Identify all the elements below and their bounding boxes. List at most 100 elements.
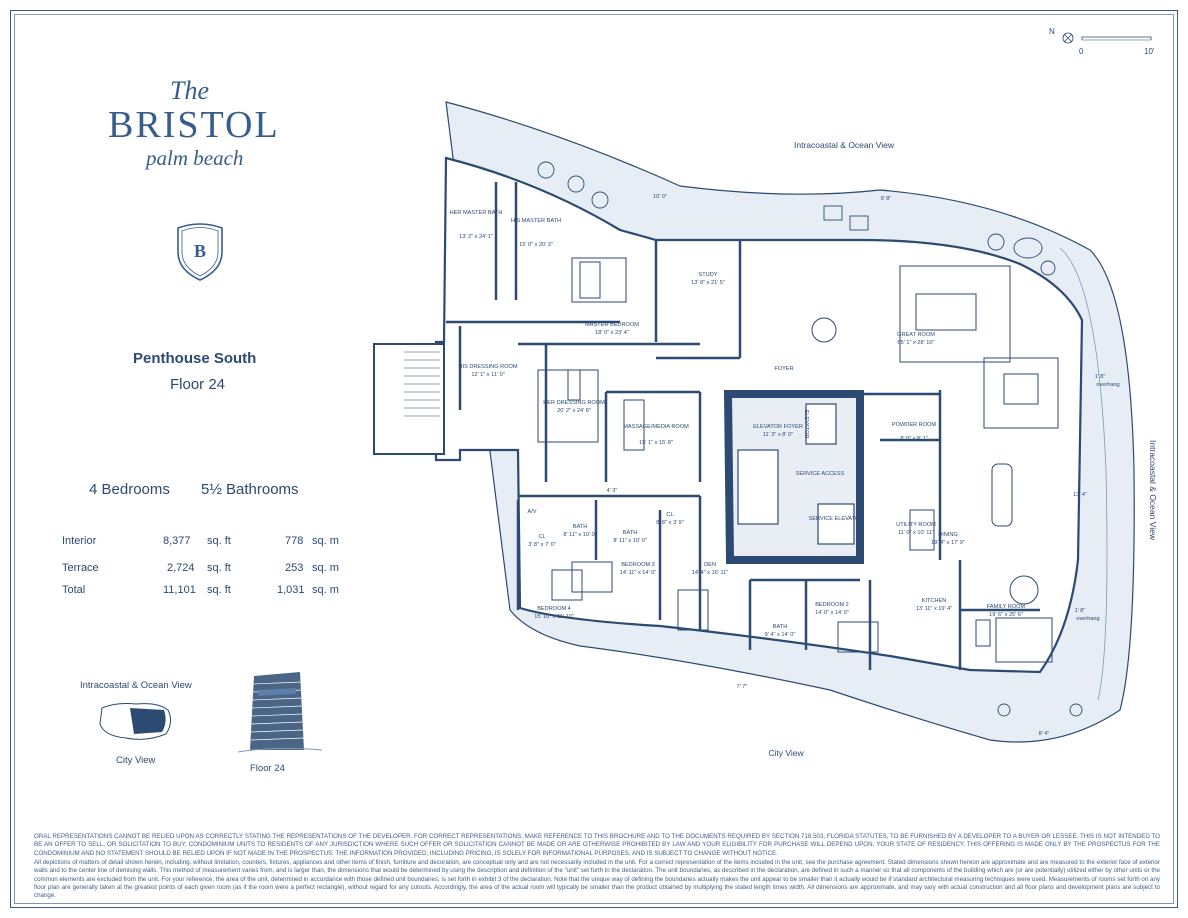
furniture xyxy=(537,257,1059,663)
area-sqft: 8,377 xyxy=(163,535,191,547)
area-sqft-unit: sq. ft xyxy=(207,562,231,574)
area-label: Total xyxy=(62,584,86,596)
area-sqft: 2,724 xyxy=(167,562,195,574)
area-sqm-unit: sq. m xyxy=(312,535,339,547)
brand-location: palm beach xyxy=(146,146,244,170)
scale-start: 0 xyxy=(1079,47,1084,56)
unit-name: Penthouse South xyxy=(133,350,257,367)
area-sqm-unit: sq. m xyxy=(312,584,339,596)
room-name: MASSAGE/MEDIA ROOM xyxy=(623,424,689,430)
room-dim: 14' 11" x 14' 0" xyxy=(620,570,656,576)
dimension-callouts: 10' 0" 9' 8" 4' 3" 7' 7" 8' 4" 13' 4" 1'… xyxy=(607,194,1120,737)
legal-disclaimer: ORAL REPRESENTATIONS CANNOT BE RELIED UP… xyxy=(34,833,1160,857)
area-sqft-unit: sq. ft xyxy=(207,584,231,596)
room-name: ELEVATOR xyxy=(803,410,809,439)
room-dim: 8' 11" x 10' 0" xyxy=(563,532,596,538)
dimension: 10' 0" xyxy=(653,194,667,200)
overhang-dim: 1' 8" xyxy=(1075,608,1086,614)
room-dim: 13' 8" x 21' 5" xyxy=(691,280,725,286)
room-name: DINING xyxy=(938,532,958,538)
room-name: BATH xyxy=(573,524,588,530)
room-name: UTILITY ROOM xyxy=(896,522,936,528)
room-dim: 65' 1" x 28' 10" xyxy=(898,340,935,346)
brand-name: BRISTOL xyxy=(108,104,280,146)
area-sqft-unit: sq. ft xyxy=(207,535,231,547)
room-name: BEDROOM 4 xyxy=(537,606,571,612)
compass-icon xyxy=(1062,32,1074,44)
view-right-label: Intracoastal & Ocean View xyxy=(1148,440,1158,541)
room-name: FAMILY ROOM xyxy=(987,604,1026,610)
room-dim: 12' 1" x 11' 0" xyxy=(471,372,504,378)
bathroom-count: 5½ Bathrooms xyxy=(201,481,299,498)
legal-dimensions-note: All depictions of matters of detail show… xyxy=(34,859,1160,900)
room-name: KITCHEN xyxy=(922,598,947,604)
area-sqm-unit: sq. m xyxy=(312,562,339,574)
overhang-label: overhang xyxy=(1076,616,1099,622)
dimension: 13' 4" xyxy=(1073,492,1087,498)
room-dim: 11' 0" x 10' 11" xyxy=(898,530,934,536)
room-name: BEDROOM 2 xyxy=(815,602,849,608)
room-dim: 15' 0" x 20' 3" xyxy=(519,242,553,248)
area-sqm: 778 xyxy=(285,535,304,547)
room-name: SERVICE ELEVATOR xyxy=(809,516,864,522)
shield-letter: B xyxy=(194,241,206,261)
room-dim: 19' 4" x 17' 9" xyxy=(931,540,965,546)
room-name: HER DRESSING ROOM xyxy=(543,400,605,406)
room-name: POWDER ROOM xyxy=(892,422,936,428)
room-dim: 15' 10" x 11' 10" xyxy=(534,614,574,620)
service-stair xyxy=(737,449,779,525)
north-label: N xyxy=(1049,27,1055,36)
room-dim: 15' 1" x 15' 8" xyxy=(639,440,673,446)
room-name: HIS DRESSING ROOM xyxy=(458,364,517,370)
inner-border xyxy=(14,14,1174,904)
room-name: BEDROOM 3 xyxy=(621,562,655,568)
room-name: BATH xyxy=(773,624,788,630)
compass-scale: N 0 10' xyxy=(1049,27,1155,56)
outer-border xyxy=(10,10,1178,908)
room-dim: 18' 0" x 23' 4" xyxy=(595,330,629,336)
room-name: CL xyxy=(666,512,673,518)
room-dim: 8' 11" x 10' 0" xyxy=(613,538,646,544)
room-name: HER MASTER BATH xyxy=(450,210,503,216)
dimension: 9' 8" xyxy=(881,196,892,202)
keyplan-top-label: Intracoastal & Ocean View xyxy=(80,680,192,691)
room-dim: 8' 8" x 3' 9" xyxy=(656,520,684,526)
room-name: A/V xyxy=(527,509,536,515)
view-top-label: Intracoastal & Ocean View xyxy=(794,140,895,150)
service-elevator-shaft xyxy=(817,503,855,545)
dimension: 8' 4" xyxy=(1039,731,1050,737)
room-dim: 19' 6" x 25' 6" xyxy=(989,612,1023,618)
keyplan-map xyxy=(99,703,172,740)
room-dim: 13' 2" x 24' 1" xyxy=(459,234,493,240)
room-name: FOYER xyxy=(774,366,793,372)
dimension: 7' 7" xyxy=(737,684,748,690)
unit-floor: Floor 24 xyxy=(170,376,226,393)
dimension: 4' 3" xyxy=(607,488,618,494)
bedroom-count: 4 Bedrooms xyxy=(89,481,170,498)
area-sqm: 1,031 xyxy=(277,584,305,596)
room-name: MASTER BEDROOM xyxy=(585,322,639,328)
scale-bar xyxy=(1081,36,1152,40)
room-name: CL xyxy=(538,534,545,540)
room-name: GREAT ROOM xyxy=(897,332,935,338)
room-name: DEN xyxy=(704,562,716,568)
overhang-dim: 1' 8" xyxy=(1095,374,1106,380)
view-bottom-label: City View xyxy=(768,748,804,758)
room-name: HIS MASTER BATH xyxy=(511,218,561,224)
room-dim: 8' 0" x 8' 1" xyxy=(900,436,928,442)
shield-logo-icon: B xyxy=(177,223,223,281)
keyplan-bottom-label: City View xyxy=(116,755,156,766)
keyplan-floor-label: Floor 24 xyxy=(250,763,285,774)
room-dim: 3' 8" x 7' 0" xyxy=(528,542,556,548)
room-labels: HER MASTER BATH 13' 2" x 24' 1" HIS MAST… xyxy=(450,210,1026,638)
room-name: STUDY xyxy=(699,272,718,278)
area-label: Terrace xyxy=(62,562,99,574)
room-dim: 13' 11" x 19' 4" xyxy=(916,606,952,612)
room-dim: 14' 4" x 16' 11" xyxy=(692,570,728,576)
area-sqft: 11,101 xyxy=(163,584,196,596)
area-label: Interior xyxy=(62,535,97,547)
brand-the: The xyxy=(170,76,209,105)
floor-plan: Intracoastal & Ocean View Intracoastal &… xyxy=(373,101,1158,758)
building-icon xyxy=(237,672,323,753)
room-dim: 14' 0" x 14' 0" xyxy=(815,610,849,616)
